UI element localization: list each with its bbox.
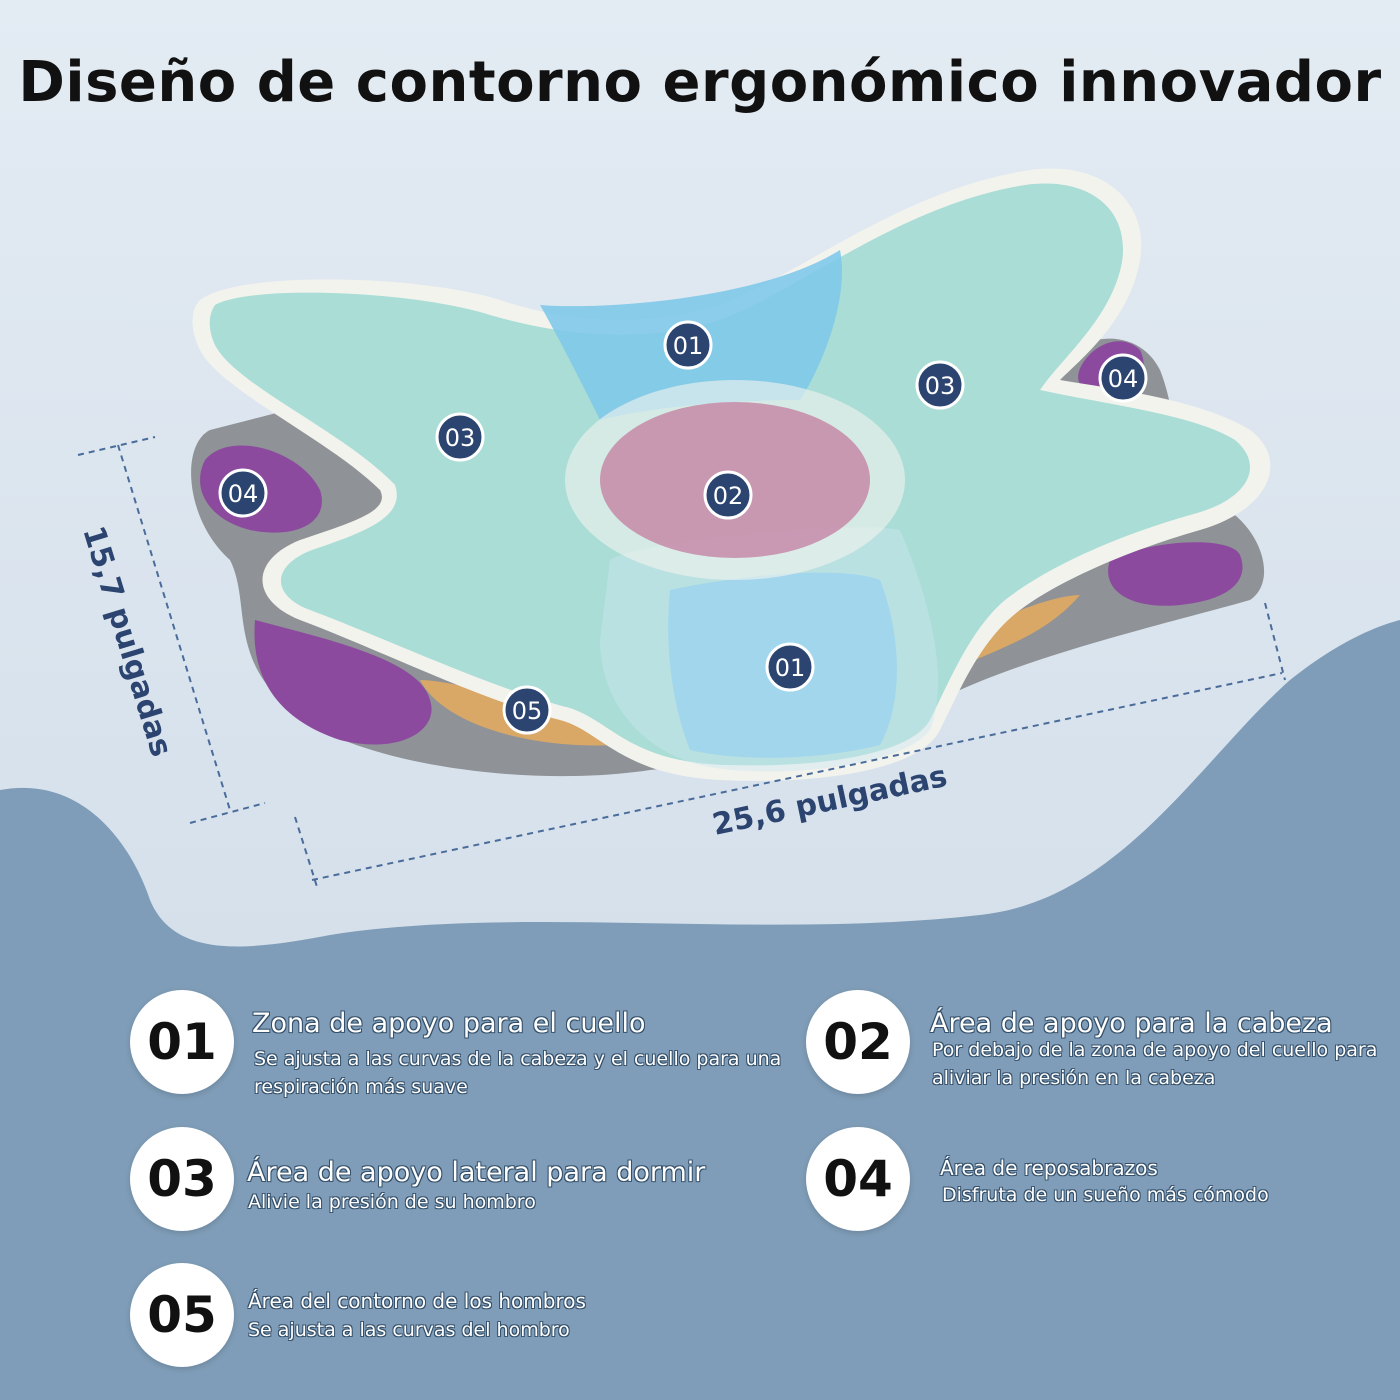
feature-03-description: Alivie la presión de su hombro (248, 1191, 536, 1213)
feature-05-description: Se ajusta a las curvas del hombro (248, 1319, 570, 1341)
depth-label: 15,7 pulgadas (75, 522, 178, 761)
marker-neck-bottom: 01 (765, 642, 815, 692)
marker-shoulder: 05 (502, 685, 552, 735)
center-column (600, 527, 939, 772)
depth-dimension (77, 436, 266, 824)
marker-neck-top-label: 01 (673, 332, 704, 360)
marker-neck-top: 01 (663, 320, 713, 370)
feature-05-number: 05 (130, 1263, 234, 1367)
feature-04-number: 04 (806, 1127, 910, 1231)
feature-04-description: Disfruta de un sueño más cómodo (942, 1184, 1269, 1206)
feature-04-title: Área de reposabrazos (940, 1156, 1158, 1180)
width-dimension (294, 602, 1286, 891)
marker-head-label: 02 (713, 482, 744, 510)
feature-03-number: 03 (130, 1127, 234, 1231)
feature-02-title: Área de apoyo para la cabeza (930, 1008, 1333, 1039)
shoulder-zone-right (975, 595, 1080, 660)
feature-02-number: 02 (806, 990, 910, 1094)
marker-shoulder-label: 05 (512, 697, 543, 725)
marker-neck-bottom-label: 01 (775, 654, 806, 682)
feature-01-description: Se ajusta a las curvas de la cabeza y el… (254, 1048, 782, 1098)
marker-side-left: 03 (435, 412, 485, 462)
feature-02-description: Por debajo de la zona de apoyo del cuell… (932, 1039, 1378, 1089)
page-title: Diseño de contorno ergonómico innovador (18, 50, 1382, 115)
marker-arm-left-label: 04 (228, 480, 259, 508)
feature-01-title: Zona de apoyo para el cuello (252, 1008, 646, 1039)
marker-side-right: 03 (915, 360, 965, 410)
feature-05-title: Área del contorno de los hombros (248, 1289, 586, 1313)
arm-zone-right-lower (1108, 542, 1243, 606)
marker-side-left-label: 03 (445, 424, 476, 452)
arm-zone-left-lower (254, 620, 432, 745)
feature-01-number: 01 (130, 990, 234, 1094)
marker-arm-right-label: 04 (1108, 365, 1139, 393)
marker-side-right-label: 03 (925, 372, 956, 400)
marker-arm-left: 04 (218, 468, 268, 518)
feature-03-title: Área de apoyo lateral para dormir (247, 1157, 706, 1188)
marker-head: 02 (703, 470, 753, 520)
marker-arm-right: 04 (1098, 353, 1148, 403)
